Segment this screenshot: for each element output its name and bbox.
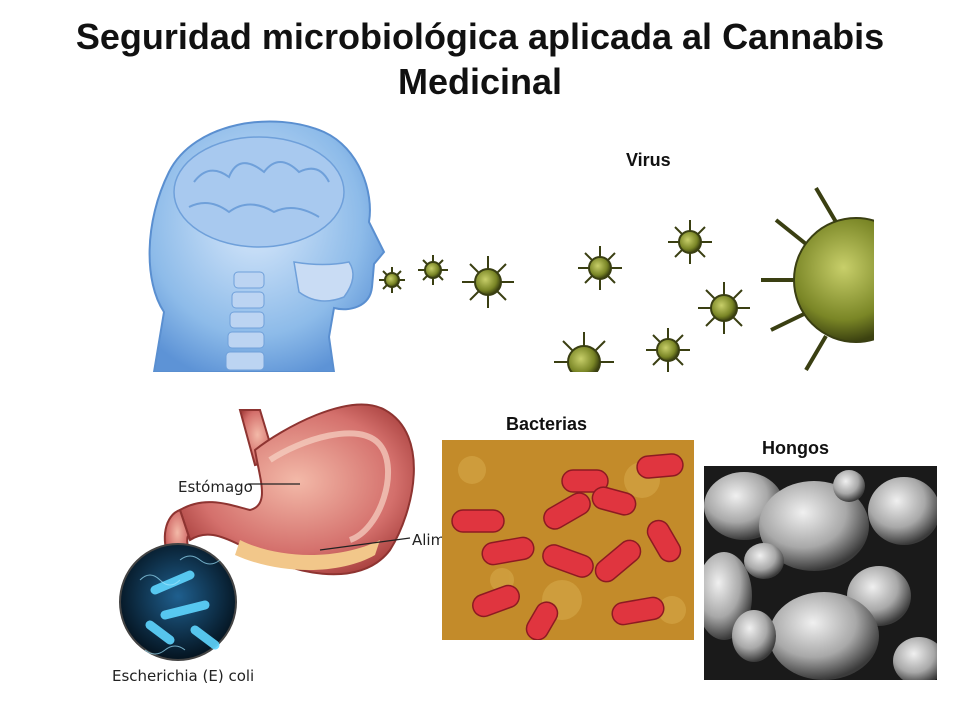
slide-title: Seguridad microbiológica aplicada al Can…	[75, 16, 885, 102]
stomach-illustration: Estómago Alim Escherichia (E) coli	[110, 390, 445, 690]
fungi-image	[704, 466, 937, 680]
bacterias-label: Bacterias	[506, 414, 588, 434]
stomach-image	[119, 403, 415, 661]
food-label: Alim	[412, 531, 445, 549]
head-virus-image	[148, 120, 874, 372]
ecoli-label: Escherichia (E) coli	[112, 667, 255, 685]
fungi-micrograph	[704, 466, 937, 680]
virus-illustration: Virus	[84, 112, 874, 372]
stomach-label: Estómago	[178, 478, 253, 496]
bacteria-micrograph	[442, 440, 694, 640]
bacteria-image	[442, 440, 694, 640]
hongos-label: Hongos	[762, 438, 829, 458]
virus-label: Virus	[626, 150, 671, 170]
